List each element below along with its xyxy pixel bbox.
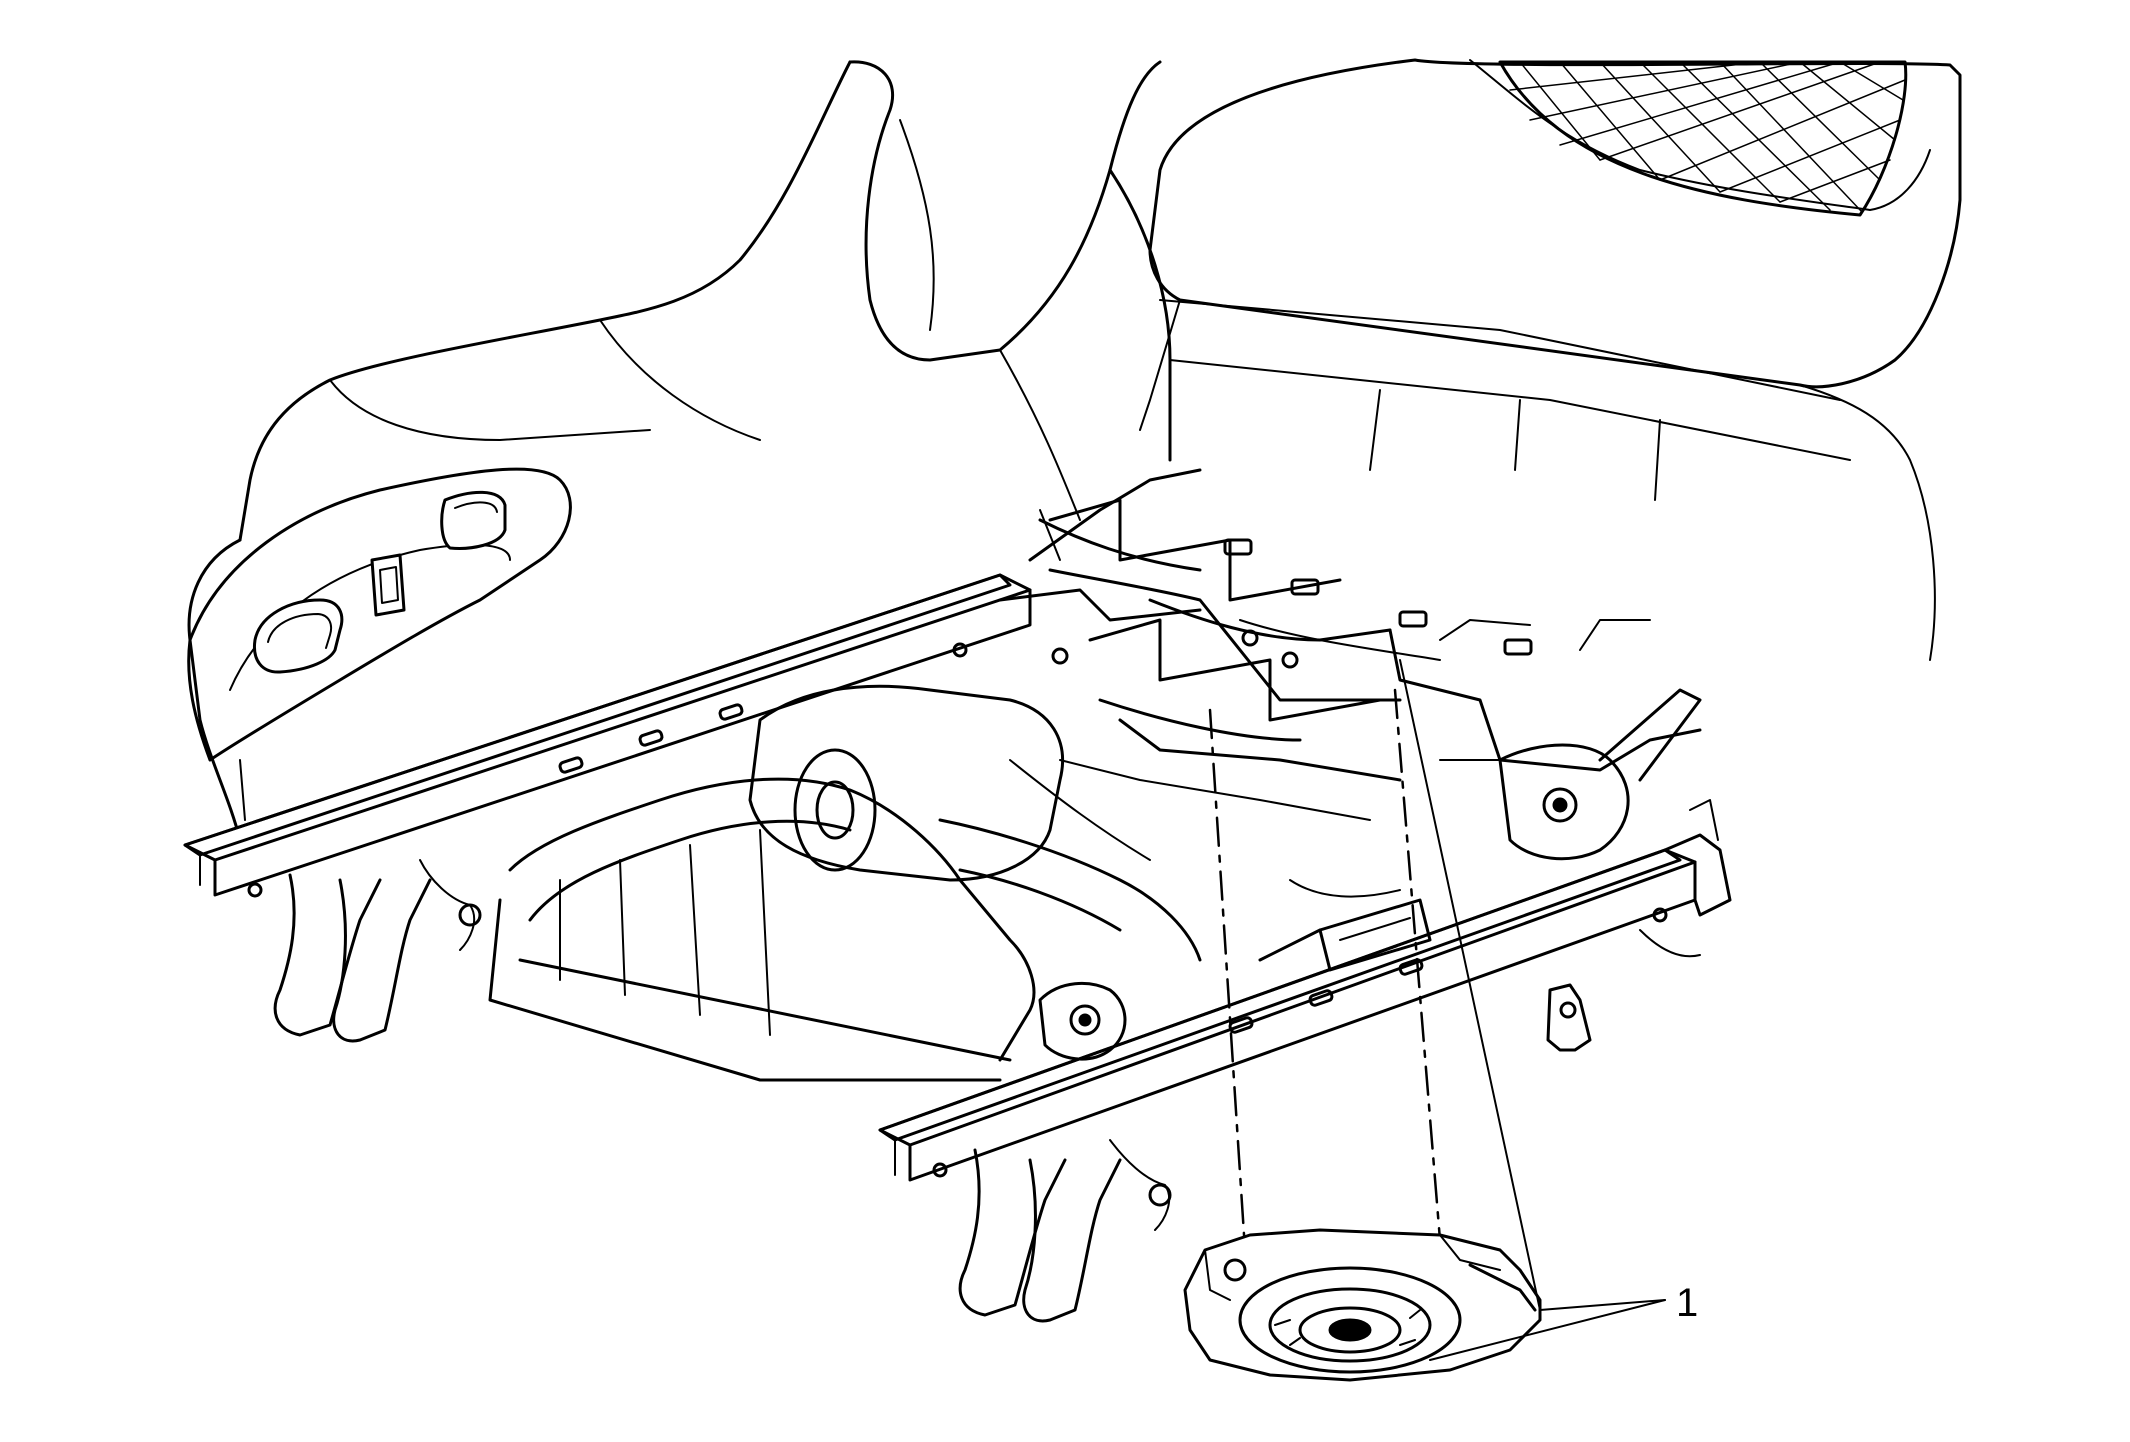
left-pivot-bracket [1038,981,1127,1061]
wiring-harness-connectors [1258,879,1432,972]
seat-cushion-shell [187,60,1851,842]
recline-switch [370,553,406,617]
side-trim-panel [187,467,572,821]
backrest-mesh-grille [1498,60,1908,217]
assembly-guide-lines [1208,688,1442,1252]
track-stud [1546,983,1592,1052]
callout-1-leader [1399,659,1666,1361]
callout-1-component [1183,1228,1542,1382]
front-pivot-bracket [1439,688,1702,861]
callout-number-1: 1 [1676,1281,1698,1325]
lumbar-switch [440,490,507,550]
seat-frame-cross-tube [488,777,1036,1082]
seat-frame-tube-center [748,684,1202,962]
track-end-bracket [1639,799,1732,958]
right-rear-riser [958,1139,1172,1323]
left-rear-riser [273,859,482,1043]
outer-seat-track [878,848,1697,1182]
seat-suspension-springs [998,498,1702,861]
seat-back [1139,58,1962,661]
seat-adjust-switch [252,598,344,674]
inner-seat-track [183,573,1032,898]
rear-frame-wire [1028,468,1651,651]
